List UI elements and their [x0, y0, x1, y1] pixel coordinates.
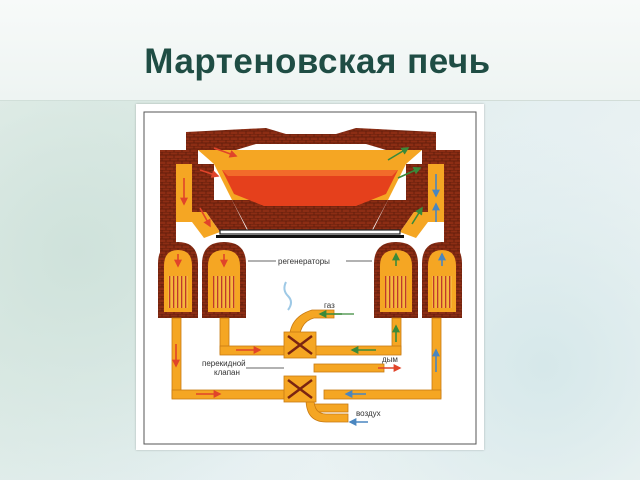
left-regenerators [158, 242, 246, 318]
label-regenerators: регенераторы [278, 257, 330, 266]
furnace-svg: регенераторы газ перекидной клапан дым в… [143, 111, 477, 445]
slide-title: Мартеновская печь [144, 42, 491, 81]
label-valve-line2: клапан [214, 368, 240, 377]
reversing-valves [287, 335, 313, 399]
label-air: воздух [356, 409, 381, 418]
title-band [0, 0, 640, 101]
furnace-diagram: регенераторы газ перекидной клапан дым в… [136, 104, 484, 450]
diagram-labels: регенераторы газ перекидной клапан дым в… [202, 257, 398, 418]
label-valve-line1: перекидной [202, 359, 246, 368]
right-flue [400, 164, 444, 238]
steam-wisp [283, 281, 292, 311]
label-smoke: дым [382, 355, 398, 364]
flow-arrows [172, 147, 446, 426]
hearth-plate [219, 229, 401, 235]
label-gas: газ [324, 301, 335, 310]
right-regenerators [374, 242, 462, 318]
molten-bath [222, 170, 398, 206]
